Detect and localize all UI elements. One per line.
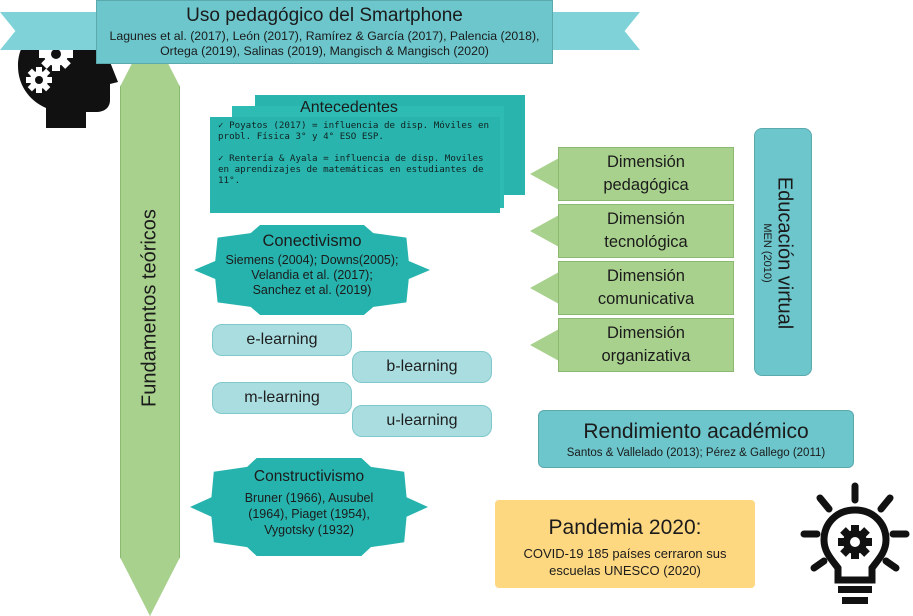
rendimiento-refs: Santos & Vallelado (2013); Pérez & Galle… xyxy=(566,447,826,459)
b-learning-pill: b-learning xyxy=(352,351,492,383)
pandemia-text: COVID-19 185 países cerraron sus escuela… xyxy=(495,545,755,579)
pandemia-line: escuelas UNESCO (2020) xyxy=(549,563,701,578)
dimension-line: Dimensión xyxy=(607,267,685,285)
constructivismo-line: (1964), Piaget (1954), xyxy=(248,507,370,521)
constructivismo-title: Constructivismo xyxy=(253,468,365,485)
pandemia-line: COVID-19 185 países cerraron sus xyxy=(523,546,727,561)
conectivismo-line: Siemens (2004); Downs(2005); xyxy=(225,253,399,267)
dimension-line: organizativa xyxy=(601,347,691,365)
m-learning-pill: m-learning xyxy=(212,382,352,414)
e-learning-pill: e-learning xyxy=(212,324,352,356)
fundamentos-arrow xyxy=(120,28,180,616)
dimension-body: Dimensión organizativa xyxy=(558,318,734,372)
lightbulb-gear-icon xyxy=(800,482,910,604)
ribbon-body: Uso pedagógico del Smartphone Lagunes et… xyxy=(96,0,553,64)
antecedentes-card-front xyxy=(210,117,500,213)
dimension-comunicativa: Dimensión comunicativa xyxy=(530,261,734,315)
ribbon-left-tail xyxy=(0,12,110,50)
conectivismo-line: Sanchez et al. (2019) xyxy=(252,283,372,297)
dimension-line: tecnológica xyxy=(604,233,688,251)
constructivismo-line: Vygotsky (1932) xyxy=(264,523,354,537)
pandemia-box xyxy=(495,500,755,588)
conectivismo-line: Velandia et al. (2017); xyxy=(251,268,373,282)
dimension-organizativa: Dimensión organizativa xyxy=(530,318,734,372)
smartphone-ribbon: Uso pedagógico del Smartphone Lagunes et… xyxy=(0,0,640,66)
antecedentes-title: Antecedentes xyxy=(300,99,398,116)
dimension-arrowhead xyxy=(530,158,559,190)
dimension-body: Dimensión pedagógica xyxy=(558,147,734,201)
u-learning-pill: u-learning xyxy=(352,405,492,437)
constructivismo-line: Bruner (1966), Ausubel xyxy=(244,491,374,505)
dimension-line: Dimensión xyxy=(607,210,685,228)
rendimiento-scroll xyxy=(538,410,854,468)
dimension-pedagogica: Dimensión pedagógica xyxy=(530,147,734,201)
dimension-line: comunicativa xyxy=(597,290,695,308)
constructivismo-star xyxy=(190,458,428,556)
dimension-tecnologica: Dimensión tecnológica xyxy=(530,204,734,258)
smartphone-refs: Lagunes et al. (2017), León (2017), Ramí… xyxy=(109,29,540,58)
rendimiento-title: Rendimiento académico xyxy=(583,420,809,443)
dimension-arrowhead xyxy=(530,272,559,304)
antecedentes-item: ✓ Poyatos (2017) = influencia de disp. M… xyxy=(218,120,490,142)
educacion-virtual-scroll xyxy=(754,128,812,376)
conectivismo-refs: Siemens (2004); Downs(2005); Velandia et… xyxy=(194,253,430,298)
dimension-arrowhead xyxy=(530,215,559,247)
constructivismo-refs: Bruner (1966), Ausubel (1964), Piaget (1… xyxy=(190,490,428,538)
dimension-line: Dimensión xyxy=(607,153,685,171)
smartphone-title: Uso pedagógico del Smartphone xyxy=(186,5,463,26)
conectivismo-title: Conectivismo xyxy=(262,232,362,250)
dimension-arrowhead xyxy=(530,329,559,361)
educacion-virtual-ref: MEN (2010) xyxy=(761,223,773,283)
dimension-line: pedagógica xyxy=(603,176,689,194)
dimension-body: Dimensión comunicativa xyxy=(558,261,734,315)
pandemia-title: Pandemia 2020: xyxy=(548,516,702,539)
dimension-body: Dimensión tecnológica xyxy=(558,204,734,258)
antecedentes-item: ✓ Rentería & Ayala = influencia de disp.… xyxy=(218,153,484,186)
educacion-virtual-title: Educación virtual xyxy=(773,176,796,330)
conectivismo-star xyxy=(194,225,430,315)
fundamentos-label: Fundamentos teóricos xyxy=(138,209,161,407)
dimension-line: Dimensión xyxy=(607,324,685,342)
